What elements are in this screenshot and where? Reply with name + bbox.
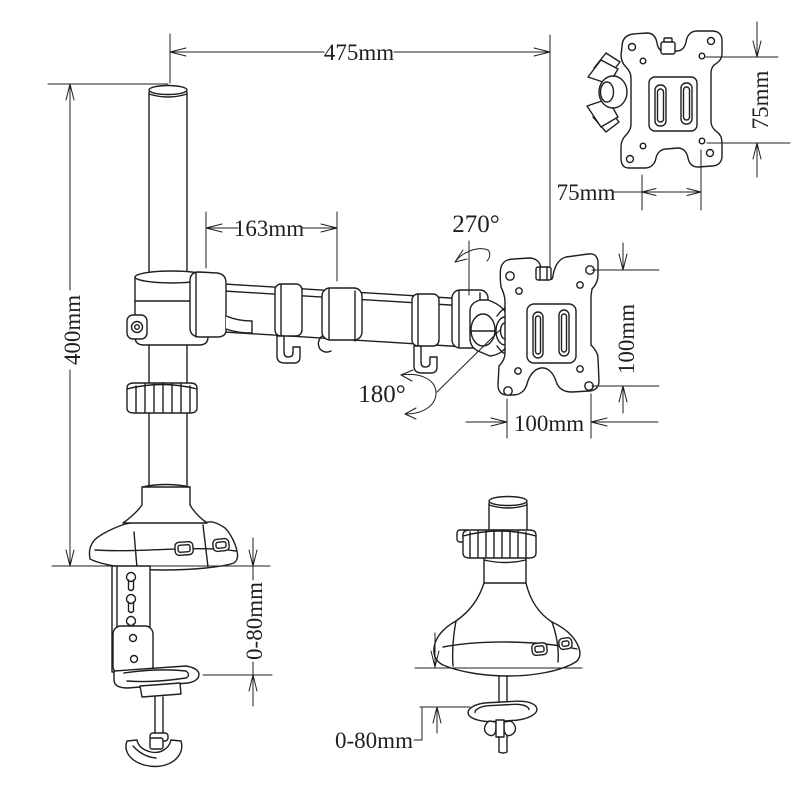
angle-tilt: 180° bbox=[358, 329, 501, 420]
dim-reach: 475mm bbox=[169, 33, 551, 267]
vesa-hole bbox=[698, 137, 706, 145]
dim-label-vesa-height: 100mm bbox=[614, 304, 639, 374]
clamp-bracket bbox=[112, 625, 154, 675]
dim-label-clamp-range: 0-80mm bbox=[242, 582, 267, 660]
vesa-hole bbox=[625, 154, 635, 164]
main-view bbox=[88, 84, 600, 768]
vesa-hole bbox=[503, 386, 513, 396]
vesa-hole bbox=[639, 57, 647, 65]
vesa-hole bbox=[627, 42, 637, 52]
clamp-screw bbox=[154, 696, 164, 734]
vesa-hole bbox=[576, 281, 584, 289]
desk-clamp bbox=[111, 565, 200, 768]
pole-cap bbox=[488, 495, 528, 507]
plate-latch-tab bbox=[535, 266, 552, 281]
swivel-claws bbox=[586, 52, 628, 133]
cable-clip-ring bbox=[274, 283, 303, 337]
dim-clamp-range: 0-80mm bbox=[202, 537, 273, 707]
joint-knuckle bbox=[470, 313, 496, 347]
dim-label-vesa-small-height: 75mm bbox=[748, 71, 773, 130]
dim-vesa-small-height: 75mm bbox=[705, 21, 791, 178]
base-vent-hole bbox=[558, 637, 573, 651]
dim-pole-height: 400mm bbox=[47, 83, 271, 567]
vesa-hole bbox=[706, 36, 716, 46]
dim-label-pole-height: 400mm bbox=[60, 295, 85, 365]
dim-vesa-height: 100mm bbox=[591, 242, 660, 414]
grommet-base-detail-view bbox=[433, 495, 581, 754]
angle-label-tilt: 180° bbox=[358, 381, 406, 408]
clamp-keyholes bbox=[125, 571, 137, 636]
cable-hook bbox=[276, 335, 301, 364]
wing-nut bbox=[503, 720, 517, 737]
arm-start-strap bbox=[189, 271, 253, 338]
vesa-hole bbox=[639, 142, 647, 150]
vesa-hole bbox=[705, 148, 715, 158]
base bbox=[433, 582, 581, 677]
dim-grommet-range: 0-80mm bbox=[335, 632, 583, 753]
vesa-hole bbox=[515, 287, 523, 295]
base-vent-hole bbox=[212, 537, 230, 553]
base-funnel bbox=[122, 486, 208, 524]
vesa-hole bbox=[576, 365, 584, 373]
dimensions: 475mm 400mm 163mm 270° 180° bbox=[47, 21, 791, 753]
wing-nut bbox=[483, 720, 497, 737]
vesa-plate-detail-view bbox=[586, 30, 723, 169]
collar-screw bbox=[130, 320, 144, 334]
height-ring bbox=[126, 382, 198, 414]
base-vent-hole bbox=[531, 642, 548, 657]
angle-label-swivel: 270° bbox=[452, 211, 500, 238]
angle-swivel: 270° bbox=[452, 211, 500, 296]
collar-screw-boss bbox=[126, 314, 148, 340]
vesa-hole bbox=[698, 52, 706, 60]
pole-cap bbox=[148, 84, 188, 96]
vesa-plate-main bbox=[497, 253, 600, 396]
cable-clip-saddle bbox=[321, 287, 363, 341]
clamp-knob bbox=[125, 739, 183, 768]
grommet-bracket bbox=[467, 700, 538, 723]
dim-vesa-small-width: 75mm bbox=[557, 149, 702, 211]
dim-label-grommet-range: 0-80mm bbox=[335, 728, 413, 753]
dim-label-vesa-width: 100mm bbox=[514, 411, 584, 436]
cable-clip-ring bbox=[411, 293, 440, 347]
height-ring bbox=[462, 529, 537, 559]
dim-label-arm-segment: 163mm bbox=[234, 216, 304, 241]
vesa-hole bbox=[505, 271, 515, 281]
cable-hook bbox=[413, 345, 438, 374]
vesa-hole bbox=[514, 367, 522, 375]
dim-label-reach: 475mm bbox=[324, 40, 394, 65]
dim-vesa-width: 100mm bbox=[465, 393, 659, 439]
dim-arm-segment: 163mm bbox=[205, 211, 338, 282]
base bbox=[88, 483, 239, 571]
dim-label-vesa-small-width: 75mm bbox=[557, 180, 616, 205]
plate-latch-tab bbox=[660, 41, 676, 55]
